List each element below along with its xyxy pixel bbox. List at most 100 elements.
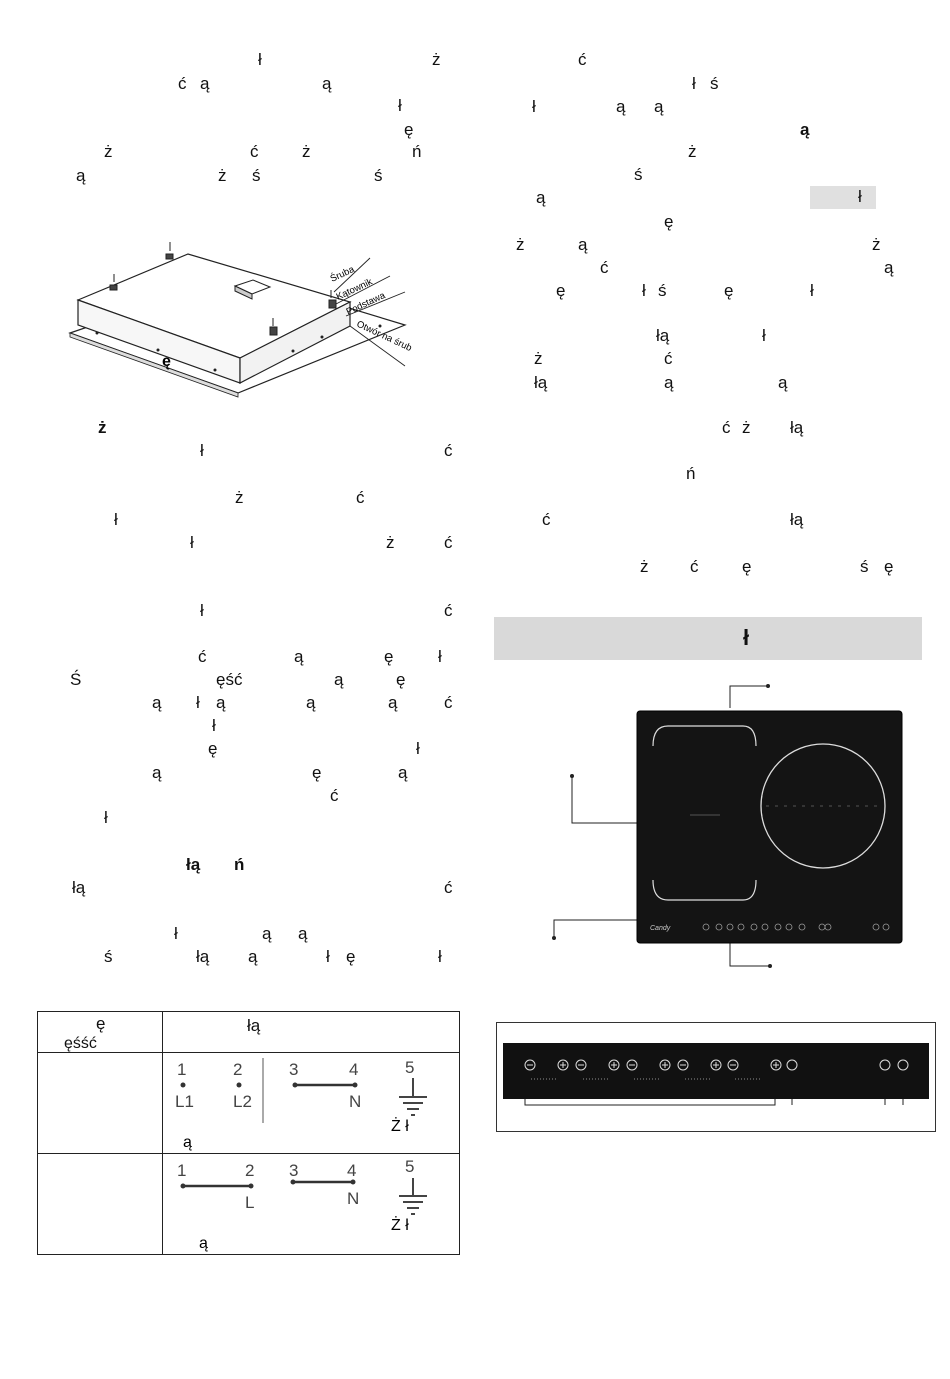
text-fragment: ą bbox=[664, 373, 674, 392]
svg-text:1: 1 bbox=[177, 1161, 186, 1180]
text-fragment: ć bbox=[198, 647, 207, 666]
text-fragment: ż bbox=[640, 557, 649, 576]
svg-text:1: 1 bbox=[177, 1060, 186, 1079]
svg-text:2: 2 bbox=[245, 1161, 254, 1180]
table-row: 1 2 3 4 5 L1 L2 N bbox=[37, 1052, 460, 1154]
text-fragment: ż bbox=[432, 50, 441, 69]
svg-text:ą: ą bbox=[183, 1134, 192, 1151]
text-fragment: ń bbox=[686, 464, 696, 483]
table-header-cell: ę ęśść bbox=[37, 1011, 163, 1053]
text-fragment: ś bbox=[658, 281, 667, 300]
text-fragment: ł bbox=[532, 97, 536, 116]
header-text: łą bbox=[247, 1016, 261, 1035]
control-panel-frame bbox=[496, 1022, 936, 1132]
table-cell bbox=[37, 1052, 163, 1154]
text-fragment: ż bbox=[516, 235, 525, 254]
text-fragment: ł bbox=[258, 50, 262, 69]
text-fragment: ż bbox=[302, 142, 311, 161]
text-fragment: Ś bbox=[70, 670, 82, 689]
text-fragment: ł bbox=[212, 716, 216, 735]
text-fragment: ę bbox=[724, 281, 734, 300]
text-fragment: ć bbox=[600, 258, 609, 277]
text-fragment: ł bbox=[438, 647, 442, 666]
label-sruba: Śruba bbox=[328, 263, 357, 285]
svg-text:3: 3 bbox=[289, 1161, 298, 1180]
header-text: ęśść bbox=[64, 1035, 97, 1052]
text-fragment: ł bbox=[104, 808, 108, 827]
text-fragment: ą bbox=[322, 74, 332, 93]
text-fragment: ą bbox=[778, 373, 788, 392]
hob-diagram: Candy bbox=[552, 684, 903, 968]
text-fragment: ą bbox=[616, 97, 626, 116]
text-fragment: ą bbox=[248, 947, 258, 966]
installation-diagram: Śruba Kątownik Podstawa Otwór na śrub ę bbox=[68, 242, 413, 398]
connection-table: ę ęśść łą 1 2 3 4 5 L1 L2 N bbox=[37, 1011, 460, 1255]
text-fragment: ą bbox=[262, 924, 272, 943]
text-fragment: ę bbox=[312, 763, 322, 782]
svg-text:L2: L2 bbox=[233, 1092, 252, 1111]
text-fragment: ć bbox=[578, 50, 587, 69]
text-fragment: ł bbox=[416, 739, 420, 758]
text-fragment: ć bbox=[250, 142, 259, 161]
text-fragment: ż bbox=[872, 235, 881, 254]
text-fragment: ż bbox=[386, 533, 395, 552]
text-fragment: ć bbox=[444, 878, 453, 897]
text-fragment: ę bbox=[664, 212, 674, 231]
highlight-box: ł bbox=[810, 186, 876, 209]
text-fragment: ą bbox=[536, 188, 546, 207]
text-fragment: ł bbox=[200, 441, 204, 460]
text-fragment: ć bbox=[664, 349, 673, 368]
table-cell: 1 2 3 4 5 L N Ż ł bbox=[162, 1153, 460, 1255]
text-fragment: ą bbox=[800, 120, 810, 139]
text-fragment: ż bbox=[742, 418, 751, 437]
text-fragment: ł bbox=[642, 281, 646, 300]
text-fragment: łą bbox=[186, 855, 201, 874]
text-fragment: ś bbox=[710, 74, 719, 93]
text-fragment: ą bbox=[294, 647, 304, 666]
text-fragment: ł bbox=[692, 74, 696, 93]
text-fragment: ę bbox=[884, 557, 894, 576]
text-fragment: łą bbox=[196, 947, 210, 966]
svg-text:L1: L1 bbox=[175, 1092, 194, 1111]
table-header-row: ę ęśść łą bbox=[37, 1011, 460, 1053]
header-text: ę bbox=[96, 1014, 106, 1033]
text-fragment: ą bbox=[578, 235, 588, 254]
text-fragment: ą bbox=[298, 924, 308, 943]
text-fragment: ś bbox=[252, 166, 261, 185]
terminal-diagram-1: 1 2 3 4 5 L1 L2 N bbox=[175, 1058, 427, 1151]
text-fragment: ż bbox=[218, 166, 227, 185]
svg-text:N: N bbox=[349, 1092, 361, 1111]
text-fragment: ż bbox=[98, 418, 107, 437]
text-fragment: łą bbox=[534, 373, 548, 392]
text-fragment: ę bbox=[742, 557, 752, 576]
text-fragment: ć bbox=[542, 510, 551, 529]
text-fragment: ż bbox=[534, 349, 543, 368]
text-fragment: ę bbox=[404, 120, 414, 139]
terminal-diagram-2: 1 2 3 4 5 L N Ż ł bbox=[177, 1157, 427, 1252]
text-fragment: ł bbox=[438, 947, 442, 966]
text-fragment: ą bbox=[200, 74, 210, 93]
text-fragment: ą bbox=[334, 670, 344, 689]
svg-text:N: N bbox=[347, 1189, 359, 1208]
text-fragment: ą bbox=[76, 166, 86, 185]
text-fragment: ł bbox=[114, 510, 118, 529]
text-fragment: ęść bbox=[216, 670, 243, 689]
text-fragment: ł bbox=[200, 601, 204, 620]
text-fragment: ę bbox=[396, 670, 406, 689]
text-fragment: ą bbox=[306, 693, 316, 712]
svg-text:5: 5 bbox=[405, 1157, 414, 1176]
section-header-bar: ł bbox=[494, 617, 922, 660]
text-fragment: ą bbox=[388, 693, 398, 712]
text-fragment: ś bbox=[374, 166, 383, 185]
text-fragment: ś bbox=[634, 165, 643, 184]
text-fragment: ł bbox=[810, 281, 814, 300]
text-fragment: ą bbox=[152, 763, 162, 782]
svg-text:ą: ą bbox=[199, 1235, 208, 1252]
text-fragment: ć bbox=[722, 418, 731, 437]
text-fragment: ę bbox=[208, 739, 218, 758]
text-fragment: ą bbox=[654, 97, 664, 116]
text-fragment: ł bbox=[398, 96, 402, 115]
text-fragment: ł bbox=[762, 326, 766, 345]
text-fragment: ą bbox=[884, 258, 894, 277]
svg-text:2: 2 bbox=[233, 1060, 242, 1079]
